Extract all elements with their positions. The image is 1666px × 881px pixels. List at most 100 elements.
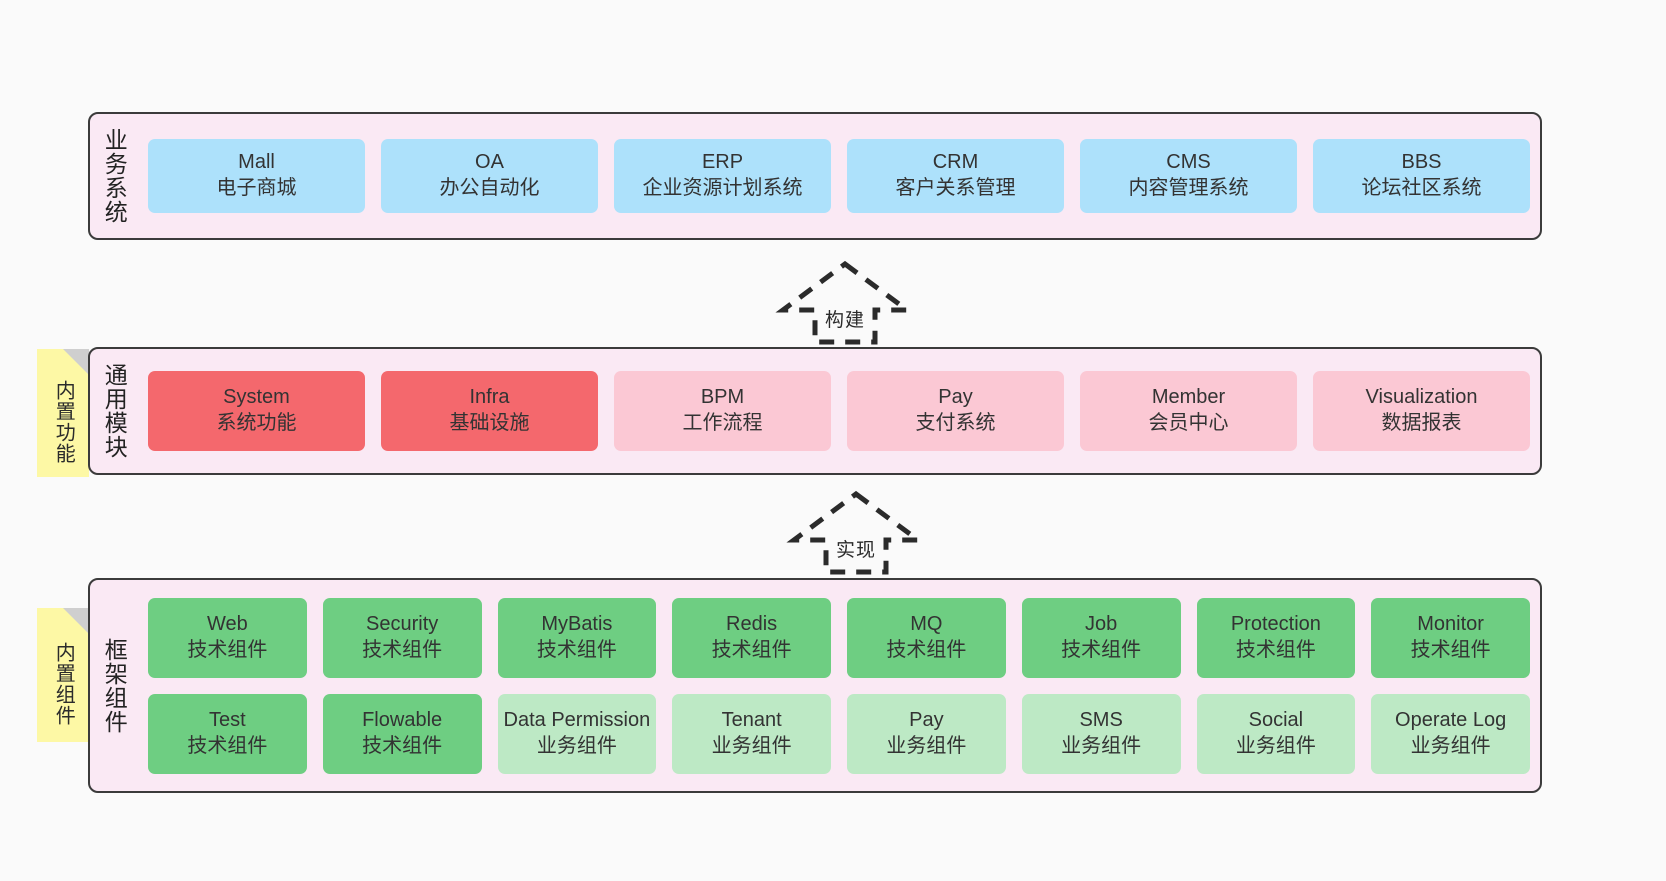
business-card-bbs[interactable]: BBS 论坛社区系统 xyxy=(1313,139,1530,213)
framework-component-card-area: Web 技术组件 Security 技术组件 MyBatis 技术组件 Redi… xyxy=(138,580,1540,791)
framework-card-flowable-en: Flowable xyxy=(362,708,443,731)
framework-card-job-cn: 技术组件 xyxy=(1061,638,1142,661)
business-system-card-area: Mall 电子商城 OA 办公自动化 ERP 企业资源计划系统 CRM 客户关系… xyxy=(138,114,1540,238)
module-card-bpm-en: BPM xyxy=(700,386,745,409)
framework-card-redis-en: Redis xyxy=(726,612,778,635)
sticky-fold-corner-icon xyxy=(63,608,89,634)
business-card-crm-cn: 客户关系管理 xyxy=(895,177,1016,199)
module-card-system-en: System xyxy=(223,386,290,409)
framework-card-mq[interactable]: MQ 技术组件 xyxy=(847,597,1006,678)
business-system-layer: 业务系统 Mall 电子商城 OA 办公自动化 ERP 企业资源计划系统 CRM… xyxy=(88,112,1542,240)
framework-card-test[interactable]: Test 技术组件 xyxy=(148,693,307,774)
framework-card-monitor-en: Monitor xyxy=(1417,612,1484,635)
module-card-system[interactable]: System 系统功能 xyxy=(148,371,365,451)
module-card-pay-en: Pay xyxy=(938,386,973,409)
module-card-visualization[interactable]: Visualization 数据报表 xyxy=(1313,371,1530,451)
framework-card-job[interactable]: Job 技术组件 xyxy=(1021,597,1181,678)
framework-component-layer: 框架组件 Web 技术组件 Security 技术组件 MyBatis 技术组件… xyxy=(88,578,1542,793)
build-arrow: 构建 xyxy=(755,258,935,346)
module-card-infra-cn: 基础设施 xyxy=(449,412,530,434)
business-card-oa[interactable]: OA 办公自动化 xyxy=(381,139,598,213)
build-arrow-label: 构建 xyxy=(824,310,865,331)
business-card-erp[interactable]: ERP 企业资源计划系统 xyxy=(614,139,831,213)
business-card-oa-en: OA xyxy=(475,151,504,174)
framework-card-sms[interactable]: SMS 业务组件 xyxy=(1021,693,1181,774)
build-arrow-shape xyxy=(775,260,915,345)
framework-card-data-permission-cn: 业务组件 xyxy=(536,734,617,757)
framework-card-mq-en: MQ xyxy=(910,612,943,635)
common-module-layer-title: 通用模块 xyxy=(101,363,128,459)
business-card-cms[interactable]: CMS 内容管理系统 xyxy=(1080,139,1297,213)
framework-card-operate-log[interactable]: Operate Log 业务组件 xyxy=(1371,693,1530,774)
framework-tech-row: Web 技术组件 Security 技术组件 MyBatis 技术组件 Redi… xyxy=(148,597,1530,678)
framework-card-monitor-cn: 技术组件 xyxy=(1410,638,1491,661)
framework-card-web[interactable]: Web 技术组件 xyxy=(148,597,307,678)
sticky-note-builtin-functions-label: 内置功能 xyxy=(52,380,75,464)
framework-card-test-cn: 技术组件 xyxy=(187,734,268,757)
framework-card-flowable-cn: 技术组件 xyxy=(362,734,443,757)
framework-card-social-en: Social xyxy=(1248,708,1304,731)
business-card-crm[interactable]: CRM 客户关系管理 xyxy=(847,139,1064,213)
sticky-note-builtin-functions: 内置功能 xyxy=(37,349,89,477)
business-card-cms-en: CMS xyxy=(1166,151,1211,174)
implement-arrow: 实现 xyxy=(766,488,946,576)
module-card-system-cn: 系统功能 xyxy=(216,412,297,434)
framework-card-tenant[interactable]: Tenant 业务组件 xyxy=(672,693,831,774)
framework-card-operate-log-en: Operate Log xyxy=(1395,708,1507,731)
business-card-erp-en: ERP xyxy=(701,151,744,174)
business-card-bbs-en: BBS xyxy=(1401,151,1442,174)
business-card-mall[interactable]: Mall 电子商城 xyxy=(148,139,365,213)
module-card-member-en: Member xyxy=(1151,386,1226,409)
framework-card-protection-en: Protection xyxy=(1230,612,1321,635)
framework-card-protection-cn: 技术组件 xyxy=(1235,638,1316,661)
framework-card-web-en: Web xyxy=(206,612,248,635)
framework-business-row: Test 技术组件 Flowable 技术组件 Data Permission … xyxy=(148,693,1530,774)
business-card-mall-cn: 电子商城 xyxy=(216,177,297,199)
common-module-row: System 系统功能 Infra 基础设施 BPM 工作流程 Pay 支付系统… xyxy=(148,371,1530,451)
framework-component-layer-title: 框架组件 xyxy=(101,637,128,734)
framework-card-test-en: Test xyxy=(209,708,246,731)
framework-card-protection[interactable]: Protection 技术组件 xyxy=(1196,597,1356,678)
module-card-pay[interactable]: Pay 支付系统 xyxy=(847,371,1064,451)
framework-card-flowable[interactable]: Flowable 技术组件 xyxy=(322,693,482,774)
module-card-bpm[interactable]: BPM 工作流程 xyxy=(614,371,831,451)
module-card-infra[interactable]: Infra 基础设施 xyxy=(381,371,598,451)
framework-card-mybatis[interactable]: MyBatis 技术组件 xyxy=(497,597,657,678)
framework-card-pay[interactable]: Pay 业务组件 xyxy=(847,693,1006,774)
sticky-note-builtin-components-label: 内置组件 xyxy=(52,642,75,726)
framework-card-web-cn: 技术组件 xyxy=(187,638,268,661)
business-system-layer-title: 业务系统 xyxy=(101,128,128,224)
framework-card-sms-cn: 业务组件 xyxy=(1061,734,1142,757)
module-card-member[interactable]: Member 会员中心 xyxy=(1080,371,1297,451)
framework-card-tenant-en: Tenant xyxy=(721,708,782,731)
framework-card-sms-en: SMS xyxy=(1079,708,1123,731)
framework-card-security[interactable]: Security 技术组件 xyxy=(322,597,482,678)
implement-arrow-shape xyxy=(786,490,926,575)
business-card-cms-cn: 内容管理系统 xyxy=(1128,177,1249,199)
business-card-mall-en: Mall xyxy=(238,151,275,174)
framework-card-redis[interactable]: Redis 技术组件 xyxy=(672,597,831,678)
framework-card-data-permission-en: Data Permission xyxy=(503,708,651,731)
business-card-oa-cn: 办公自动化 xyxy=(439,177,540,199)
framework-card-security-en: Security xyxy=(366,612,439,635)
framework-card-monitor[interactable]: Monitor 技术组件 xyxy=(1371,597,1530,678)
framework-card-mq-cn: 技术组件 xyxy=(886,638,967,661)
business-system-row: Mall 电子商城 OA 办公自动化 ERP 企业资源计划系统 CRM 客户关系… xyxy=(148,139,1530,213)
framework-card-operate-log-cn: 业务组件 xyxy=(1410,734,1491,757)
common-module-card-area: System 系统功能 Infra 基础设施 BPM 工作流程 Pay 支付系统… xyxy=(138,349,1540,473)
common-module-layer: 通用模块 System 系统功能 Infra 基础设施 BPM 工作流程 Pay… xyxy=(88,347,1542,475)
sticky-fold-corner-icon xyxy=(63,349,89,375)
sticky-note-builtin-components: 内置组件 xyxy=(37,608,89,742)
framework-card-redis-cn: 技术组件 xyxy=(711,638,792,661)
framework-card-mybatis-cn: 技术组件 xyxy=(536,638,617,661)
module-card-visualization-en: Visualization xyxy=(1365,386,1478,409)
framework-card-security-cn: 技术组件 xyxy=(362,638,443,661)
framework-card-job-en: Job xyxy=(1085,612,1118,635)
business-card-crm-en: CRM xyxy=(932,151,979,174)
framework-card-data-permission[interactable]: Data Permission 业务组件 xyxy=(497,693,657,774)
framework-card-pay-en: Pay xyxy=(909,708,944,731)
framework-card-social[interactable]: Social 业务组件 xyxy=(1196,693,1356,774)
framework-card-pay-cn: 业务组件 xyxy=(886,734,967,757)
framework-card-tenant-cn: 业务组件 xyxy=(711,734,792,757)
business-card-erp-cn: 企业资源计划系统 xyxy=(642,177,803,199)
